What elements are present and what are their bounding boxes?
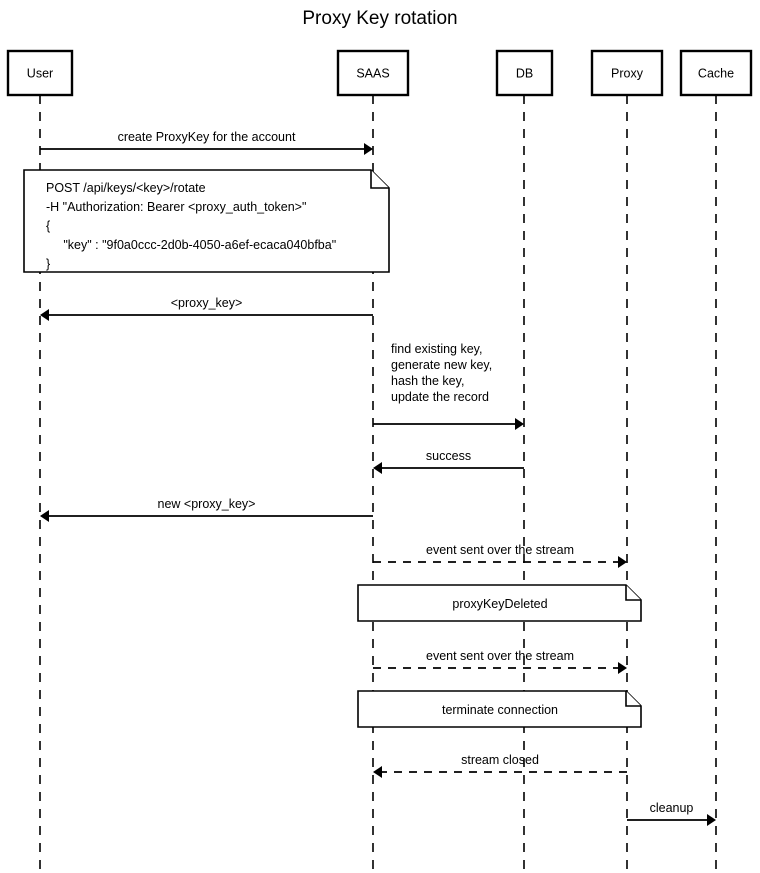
message-layer: create ProxyKey for the account <proxy_ke… [40, 130, 716, 826]
participant-user[interactable]: User [6, 49, 74, 97]
note-text-proxy-key-deleted-note: proxyKeyDeleted [452, 597, 547, 611]
arrow-head-m1 [364, 143, 373, 155]
participant-box-saas[interactable] [336, 49, 410, 97]
participant-layer: User SAAS DB Proxy Cache [6, 49, 753, 97]
diagram-title-layer: Proxy Key rotation [302, 8, 457, 29]
activity-text-line-3: hash the key, [391, 374, 464, 388]
message-m3[interactable] [373, 418, 524, 430]
participant-label-cache: Cache [698, 67, 734, 81]
message-label-m6: event sent over the stream [426, 543, 574, 557]
activity-text-line-4: update the record [391, 390, 489, 404]
message-label-m2: <proxy_key> [171, 296, 243, 310]
message-m8[interactable]: stream closed [373, 753, 627, 778]
message-label-m5: new <proxy_key> [158, 497, 256, 511]
participant-saas[interactable]: SAAS [336, 49, 410, 97]
participant-box-user[interactable] [6, 49, 74, 97]
page-title: Proxy Key rotation [302, 8, 457, 29]
note-text-line-2-request-note: -H "Authorization: Bearer <proxy_auth_to… [46, 200, 306, 214]
message-m1[interactable]: create ProxyKey for the account [40, 130, 373, 155]
note-text-line-1-request-note: POST /api/keys/<key>/rotate [46, 181, 206, 195]
participant-box-db[interactable] [495, 49, 554, 97]
arrow-head-m2 [40, 309, 49, 321]
arrow-head-m5 [40, 510, 49, 522]
arrow-head-m7 [618, 662, 627, 674]
note-text-line-3-request-note: { [46, 219, 50, 233]
message-m5[interactable]: new <proxy_key> [40, 497, 373, 522]
arrow-head-m8 [373, 766, 382, 778]
message-label-m1: create ProxyKey for the account [118, 130, 296, 144]
participant-label-user: User [27, 67, 53, 81]
note-terminate-connection-note[interactable]: terminate connection [357, 690, 642, 728]
participant-label-proxy: Proxy [611, 67, 644, 81]
lifeline-layer [39, 95, 717, 873]
activity-text-layer: find existing key, generate new key, hash … [391, 342, 492, 404]
arrow-head-m6 [618, 556, 627, 568]
message-label-m8: stream closed [461, 753, 539, 767]
activity-text-line-2: generate new key, [391, 358, 492, 372]
participant-label-db: DB [516, 67, 533, 81]
message-m2[interactable]: <proxy_key> [40, 296, 373, 321]
note-body-proxy-key-deleted-note [357, 584, 642, 622]
activity-text-line-1: find existing key, [391, 342, 482, 356]
note-request-note[interactable]: POST /api/keys/<key>/rotate -H "Authoriza… [23, 169, 390, 273]
note-text-line-5-request-note: } [46, 257, 50, 271]
message-m4[interactable]: success [373, 449, 524, 474]
participant-label-saas: SAAS [356, 67, 389, 81]
arrow-head-m4 [373, 462, 382, 474]
note-fold-corner-request-note [370, 170, 389, 189]
arrow-head-m3 [515, 418, 524, 430]
note-text-line-4-request-note: "key" : "9f0a0ccc-2d0b-4050-a6ef-ecaca04… [46, 238, 336, 252]
activity-note-saas-processing: find existing key, generate new key, hash … [391, 342, 492, 404]
message-m7[interactable]: event sent over the stream [373, 649, 627, 674]
message-m6[interactable]: event sent over the stream [373, 543, 627, 568]
note-fold-corner-terminate-connection-note [625, 691, 641, 707]
participant-cache[interactable]: Cache [679, 49, 753, 97]
participant-box-proxy[interactable] [590, 49, 664, 97]
note-text-terminate-connection-note: terminate connection [442, 703, 558, 717]
participant-box-cache[interactable] [679, 49, 753, 97]
note-body-terminate-connection-note [357, 690, 642, 728]
participant-db[interactable]: DB [495, 49, 554, 97]
message-label-m9: cleanup [650, 801, 694, 815]
message-label-m4: success [426, 449, 471, 463]
note-fold-corner-proxy-key-deleted-note [625, 585, 641, 601]
note-layer: POST /api/keys/<key>/rotate -H "Authoriza… [23, 169, 642, 728]
participant-proxy[interactable]: Proxy [590, 49, 664, 97]
note-body-request-note [23, 169, 390, 273]
note-proxy-key-deleted-note[interactable]: proxyKeyDeleted [357, 584, 642, 622]
message-label-m7: event sent over the stream [426, 649, 574, 663]
arrow-head-m9 [707, 814, 716, 826]
message-m9[interactable]: cleanup [627, 801, 716, 826]
